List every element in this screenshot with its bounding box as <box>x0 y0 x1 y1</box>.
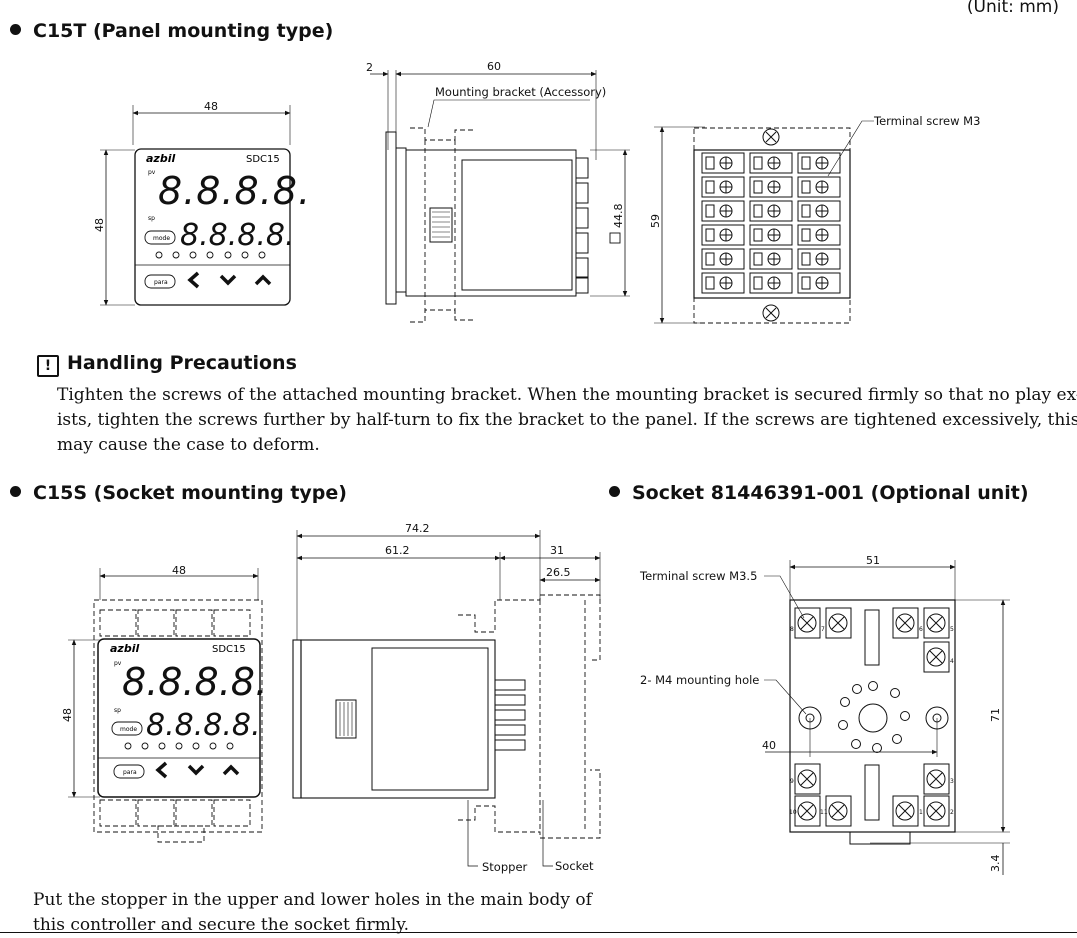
c15s-socket-label: Socket <box>555 859 594 873</box>
c15t-mode-button: mode <box>153 235 170 242</box>
c15s-front-width: 48 <box>172 564 186 577</box>
terminal-number: 9 <box>790 778 794 785</box>
footer-line: Put the stopper in the upper and lower h… <box>33 890 592 910</box>
terminal-number: 2 <box>950 809 954 816</box>
handling-line: ists, tighten the screws further by half… <box>57 410 1077 430</box>
page-rule <box>0 932 1077 933</box>
c15s-model: SDC15 <box>212 644 246 655</box>
c15t-front-width: 48 <box>204 100 218 113</box>
terminal-number: 5 <box>950 626 954 633</box>
bullet-icon <box>10 24 21 35</box>
c15s-socket-depth: 31 <box>550 544 564 557</box>
c15s-pv-label: pv <box>114 660 122 667</box>
footer-note: Put the stopper in the upper and lower h… <box>33 888 633 938</box>
c15t-overall-height: 59 <box>649 214 662 228</box>
terminal-number: 4 <box>950 658 954 665</box>
c15t-model: SDC15 <box>246 154 280 165</box>
socket-width: 51 <box>866 554 880 567</box>
c15t-pv-label: pv <box>148 169 156 176</box>
socket-hole-label: 2- M4 mounting hole <box>640 673 759 687</box>
c15s-overall-depth: 74.2 <box>405 522 430 535</box>
c15s-sp-display: 8.8.8.8. <box>146 708 261 743</box>
c15s-pv-display: 8.8.8.8. <box>122 660 267 704</box>
c15t-sp-display: 8.8.8.8. <box>180 218 295 253</box>
c15s-front-view: 48 48 azbil SDC15 pv 8.8.8.8. sp 8.8.8.8… <box>61 564 267 843</box>
c15t-brand: azbil <box>146 152 175 165</box>
socket-bottom-offset: 3.4 <box>989 855 1002 873</box>
c15t-pv-display: 8.8.8.8. <box>158 169 311 213</box>
c15s-stopper-label: Stopper <box>482 860 528 874</box>
c15s-body-depth: 61.2 <box>385 544 410 557</box>
c15s-para-button: para <box>123 769 137 776</box>
c15t-front-view: 48 48 azbil SDC15 pv 8.8.8.8. sp 8.8.8.8… <box>93 100 311 306</box>
section-heading-socket: Socket 81446391-001 (Optional unit) <box>609 482 1029 504</box>
handling-line: may cause the case to deform. <box>57 435 320 455</box>
c15s-mode-button: mode <box>120 726 137 733</box>
c15s-sp-label: sp <box>114 707 121 714</box>
c15t-title: C15T (Panel mounting type) <box>33 20 334 42</box>
c15s-title: C15S (Socket mounting type) <box>33 482 347 504</box>
c15s-socket-inner: 26.5 <box>546 566 571 579</box>
c15t-body-height: 44.8 <box>612 204 625 229</box>
terminal-number: 3 <box>950 778 954 785</box>
terminal-number: 10 <box>789 809 797 816</box>
handling-title: Handling Precautions <box>67 352 297 374</box>
unit-note: (Unit: mm) <box>966 0 1059 17</box>
bullet-icon <box>10 486 21 497</box>
terminal-number: 6 <box>919 626 923 633</box>
c15t-rear-view: 59 Terminal screw M3 <box>649 114 980 324</box>
bullet-icon <box>609 486 620 497</box>
exclamation-icon: ! <box>37 355 59 377</box>
terminal-number: 8 <box>790 626 794 633</box>
socket-hole-spacing: 40 <box>762 739 776 752</box>
footer-line: this controller and secure the socket fi… <box>33 915 410 935</box>
section-heading-c15s: C15S (Socket mounting type) <box>10 482 347 504</box>
socket-title: Socket 81446391-001 (Optional unit) <box>632 482 1029 504</box>
c15t-sp-label: sp <box>148 215 155 222</box>
c15t-bracket-gap: 2 <box>366 61 373 74</box>
socket-top-view: 51 71 3.4 40 <box>639 554 1010 875</box>
terminal-number: 1 <box>919 809 923 816</box>
terminal-number: 11 <box>820 809 828 816</box>
handling-line: Tighten the screws of the attached mount… <box>57 385 1077 405</box>
c15s-side-view: 74.2 61.2 31 26.5 Stopper Socket <box>292 522 601 874</box>
handling-heading: ! Handling Precautions <box>37 352 297 377</box>
c15t-para-button: para <box>154 279 168 286</box>
c15t-front-height: 48 <box>93 218 106 232</box>
c15t-depth: 60 <box>487 60 501 73</box>
handling-text: Tighten the screws of the attached mount… <box>57 383 1077 458</box>
c15t-bracket-label: Mounting bracket (Accessory) <box>435 85 606 99</box>
socket-terminal-label: Terminal screw M3.5 <box>639 569 757 583</box>
c15s-front-height: 48 <box>61 708 74 722</box>
c15s-brand: azbil <box>110 642 139 655</box>
c15t-side-view: 2 60 Mounting bracket (Accessory) 44.8 <box>366 60 630 323</box>
socket-height: 71 <box>989 708 1002 722</box>
c15t-terminal-label: Terminal screw M3 <box>873 114 980 128</box>
terminal-number: 7 <box>821 626 825 633</box>
section-heading-c15t: C15T (Panel mounting type) <box>10 20 333 42</box>
